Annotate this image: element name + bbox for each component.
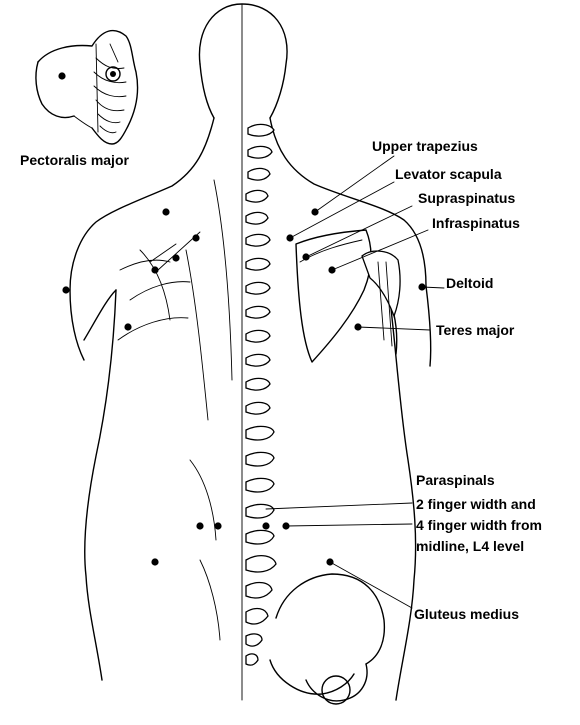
label-paraspinals: Paraspinals [416, 472, 495, 488]
label-paraspinals-line3: 4 finger width from [416, 517, 542, 533]
torso-outline [70, 4, 431, 704]
point-deltoid-left [62, 286, 69, 293]
point-levator-left [192, 234, 199, 241]
label-supraspinatus: Supraspinatus [418, 190, 515, 206]
label-levator-scapula: Levator scapula [395, 166, 502, 182]
point-upper-trapezius-left [162, 208, 169, 215]
point-paraspinal-right-1 [262, 522, 269, 529]
label-paraspinals-line2: 2 finger width and [416, 496, 536, 512]
point-paraspinal-left-1 [214, 522, 221, 529]
point-gluteus-left [151, 558, 158, 565]
point-supraspinatus-left [172, 254, 179, 261]
pectoralis-inset [36, 31, 138, 144]
point-teres-major-left [124, 323, 131, 330]
label-deltoid: Deltoid [446, 275, 493, 291]
label-upper-trapezius: Upper trapezius [372, 138, 478, 154]
point-paraspinal-left-2 [196, 522, 203, 529]
label-gluteus-medius: Gluteus medius [414, 606, 519, 622]
label-pectoralis-major: Pectoralis major [20, 152, 129, 168]
spine [246, 124, 276, 665]
label-teres-major: Teres major [436, 322, 514, 338]
point-infraspinatus-left [151, 266, 158, 273]
label-infraspinatus: Infraspinatus [432, 215, 520, 231]
label-paraspinals-line4: midline, L4 level [416, 538, 524, 554]
